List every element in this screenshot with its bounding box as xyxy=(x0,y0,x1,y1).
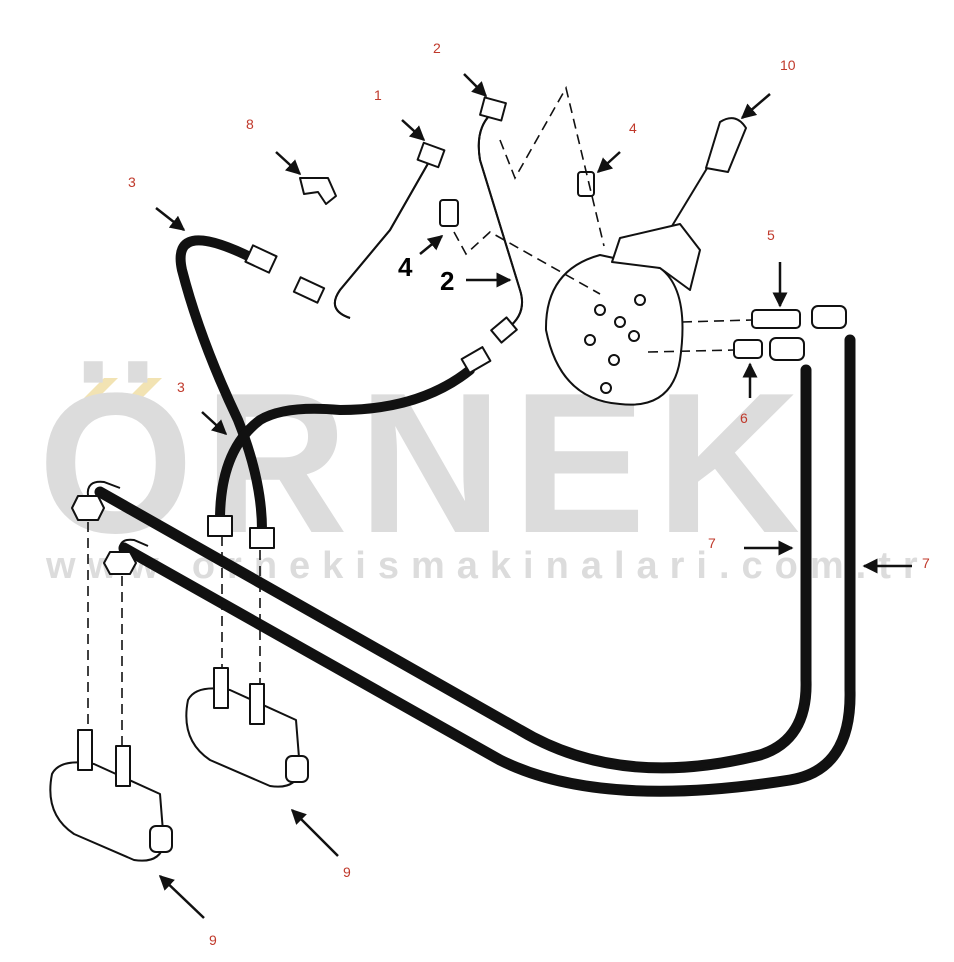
rigid-pipe-2 xyxy=(477,96,524,344)
control-valve xyxy=(544,117,747,406)
watermark-accent-left xyxy=(84,378,118,398)
leader-arrows xyxy=(155,73,912,919)
watermark-brand: ÖRNEK xyxy=(38,352,810,575)
callout-6: 6 xyxy=(740,410,748,426)
adapter-4 xyxy=(439,171,595,227)
hose-fittings xyxy=(71,244,492,575)
callout-7-right: 7 xyxy=(922,555,930,571)
elbow-fitting xyxy=(86,480,121,497)
hose-assembly-7 xyxy=(94,334,856,797)
callout-3-top: 3 xyxy=(128,174,136,190)
callout-3-middle: 3 xyxy=(177,379,185,395)
callouts: 1 2 2 3 3 4 4 5 6 7 7 8 9 9 10 xyxy=(128,40,930,948)
fitting-nut xyxy=(103,551,137,575)
actuator-9-middle xyxy=(185,667,309,788)
callout-7-left: 7 xyxy=(708,535,716,551)
callout-9-bottom: 9 xyxy=(209,932,217,948)
fitting-nut xyxy=(71,495,105,521)
fitting-nut xyxy=(460,346,492,374)
fitting-nut xyxy=(207,515,233,537)
callout-10: 10 xyxy=(780,57,796,73)
actuator-9-bottom xyxy=(49,729,173,862)
watermark-accent-right xyxy=(128,378,162,398)
hose-3-upper xyxy=(175,235,475,535)
alignment-lines xyxy=(87,85,753,746)
callout-4: 4 xyxy=(629,120,637,136)
callout-5: 5 xyxy=(767,227,775,243)
callout-4-bold: 4 xyxy=(398,252,413,282)
callout-2-bold: 2 xyxy=(440,266,454,296)
rigid-pipe-1 xyxy=(292,141,446,319)
adapter-5-6 xyxy=(733,305,847,361)
fitting-nut xyxy=(244,244,278,274)
callout-2: 2 xyxy=(433,40,441,56)
elbow-fitting xyxy=(118,538,149,553)
callout-1: 1 xyxy=(374,87,382,103)
watermark: ÖRNEK www.ornekismakinalari.com.tr xyxy=(38,352,918,587)
fitting-nut xyxy=(249,527,275,549)
callout-8: 8 xyxy=(246,116,254,132)
callout-9-middle: 9 xyxy=(343,864,351,880)
clip-8 xyxy=(299,177,337,205)
